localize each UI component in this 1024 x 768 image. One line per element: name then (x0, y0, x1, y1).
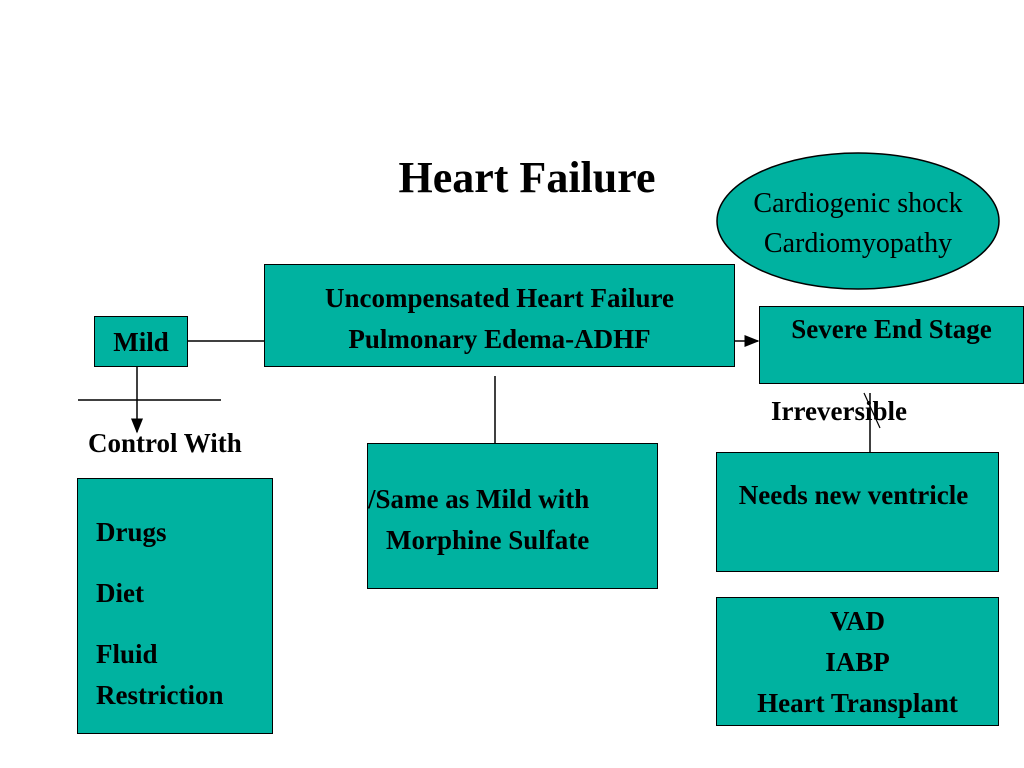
needs-ventricle-label: Needs new ventricle (738, 480, 969, 510)
control-item-fluid: Fluid (96, 639, 158, 669)
mild-box: Mild (94, 316, 188, 367)
severe-end-stage-box: Severe End Stage (759, 306, 1024, 384)
mild-controls-box: Drugs Diet Fluid Restriction (77, 478, 273, 734)
cardiogenic-shock-label: Cardiogenic shock (753, 188, 963, 219)
irreversible-strike-line (863, 392, 881, 429)
severe-end-stage-label: Severe End Stage (791, 314, 992, 344)
option-vad: VAD (829, 606, 885, 636)
same-as-mild-line1: /Same as Mild with (368, 484, 590, 514)
control-item-restriction: Restriction (96, 680, 224, 710)
control-item-diet: Diet (96, 578, 144, 608)
cardiomyopathy-label: Cardiomyopathy (763, 228, 953, 259)
same-as-mild-line2: Morphine Sulfate (386, 525, 590, 555)
irreversible-label: Irreversible (771, 396, 907, 426)
control-with-label: Control With (88, 428, 242, 458)
same-as-mild-box: /Same as Mild with Morphine Sulfate (367, 443, 658, 589)
option-heart-transplant: Heart Transplant (757, 688, 958, 718)
uncompensated-box: Uncompensated Heart Failure Pulmonary Ed… (264, 264, 735, 367)
end-stage-options-box: VAD IABP Heart Transplant (716, 597, 999, 726)
mild-label: Mild (113, 327, 169, 357)
uncompensated-line1: Uncompensated Heart Failure (325, 283, 674, 313)
option-iabp: IABP (825, 647, 890, 677)
slide-title: Heart Failure (398, 153, 656, 202)
cardiogenic-ellipse-shape (716, 152, 1000, 290)
control-item-drugs: Drugs (96, 517, 167, 547)
needs-ventricle-box: Needs new ventricle (716, 452, 999, 572)
uncompensated-line2: Pulmonary Edema-ADHF (348, 324, 651, 354)
